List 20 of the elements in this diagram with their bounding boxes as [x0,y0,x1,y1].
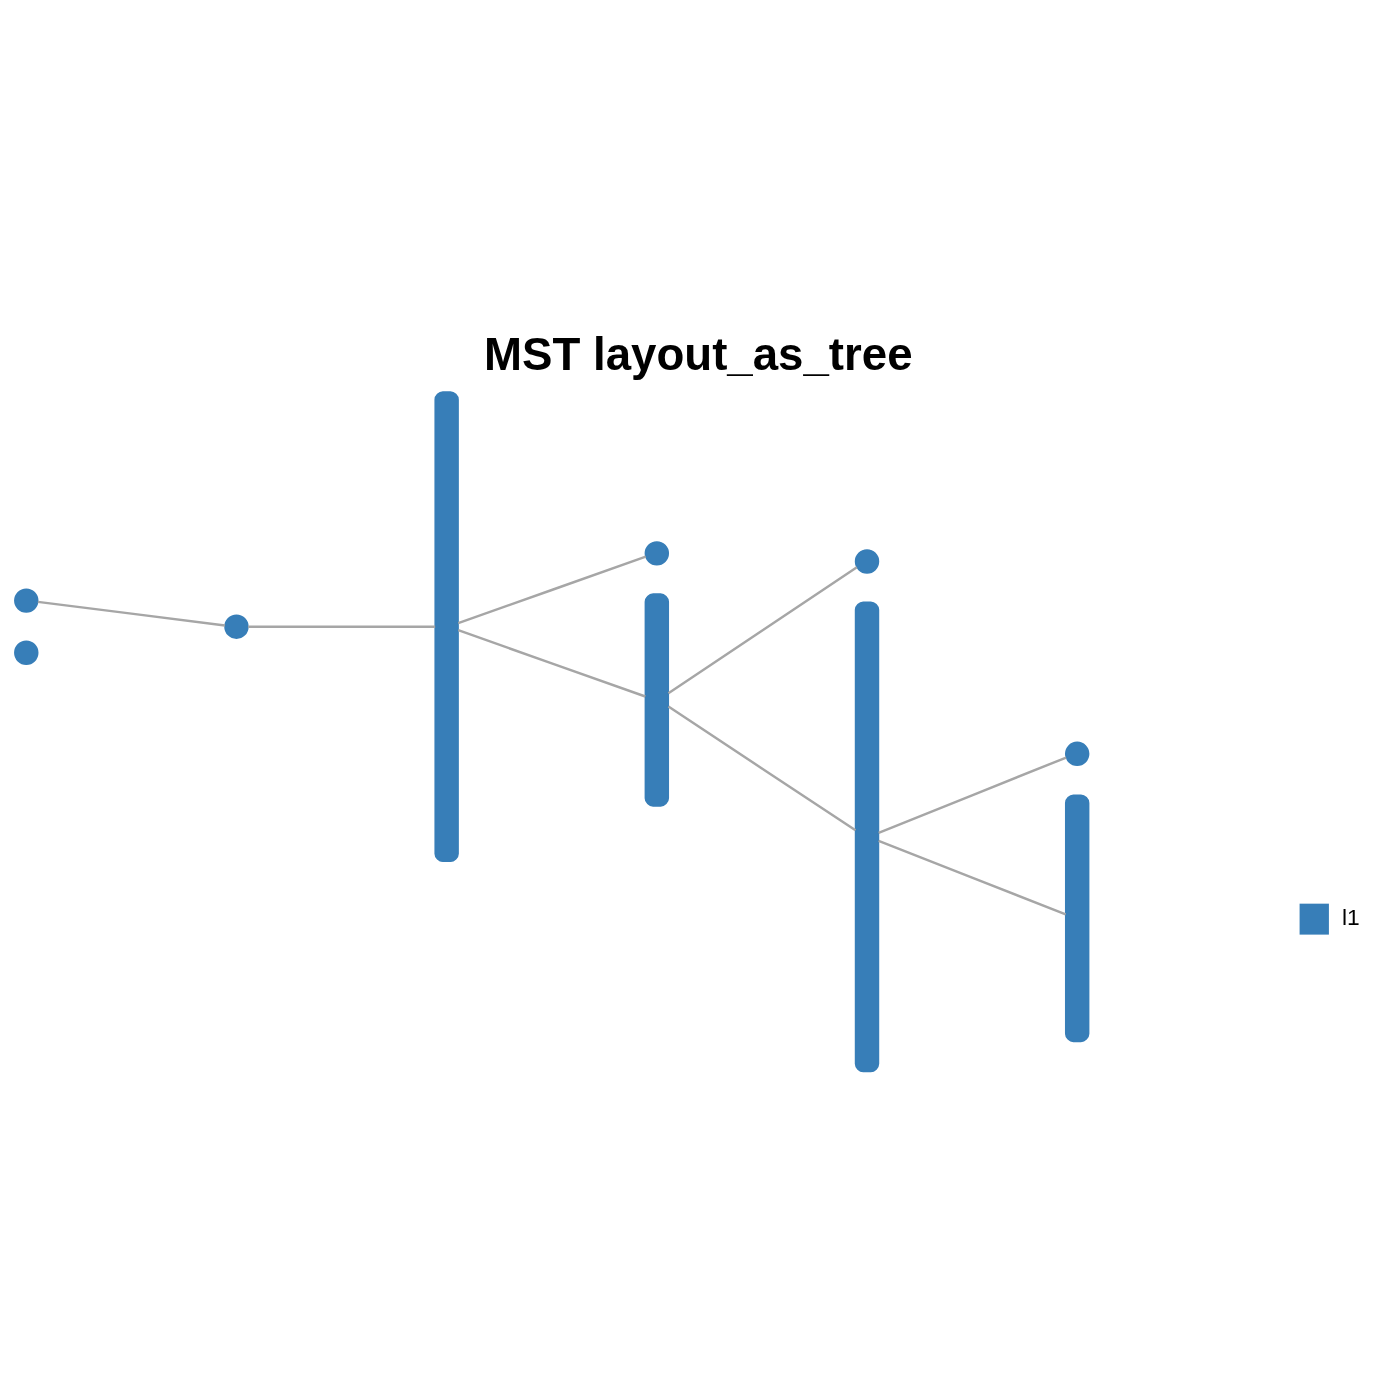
connector [878,839,1067,916]
diagram-title: MST layout_as_tree [484,328,913,380]
node-bar [854,601,880,1073]
connector [457,629,646,698]
connector [248,625,436,628]
connector [37,600,226,627]
connector [667,566,858,695]
connector [457,555,647,625]
connector [667,705,857,832]
node-circle [224,614,249,639]
node-circle [1064,741,1090,766]
node-bar [644,593,670,807]
node-circle [854,549,880,574]
node-bar [434,391,459,863]
connector [878,756,1067,834]
node-circle [14,588,39,613]
node-circle [644,541,670,566]
legend-label: l1 [1341,904,1360,931]
node-circle [14,640,39,665]
node-bar [1064,794,1090,1043]
